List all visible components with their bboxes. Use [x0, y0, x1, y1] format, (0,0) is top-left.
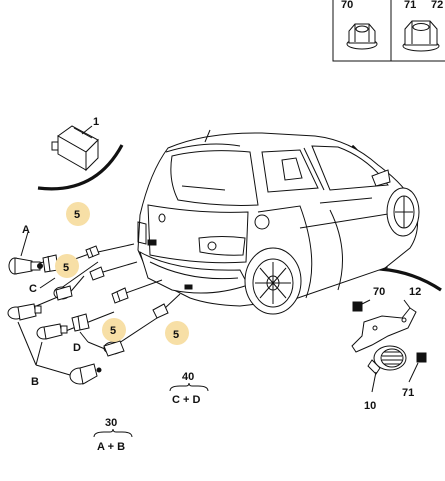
label-71: 71 [402, 387, 414, 399]
ultrasonic-sensor-10-icon [367, 345, 407, 375]
callout-5-a: 5 [66, 202, 90, 226]
sensor-holder-d2-icon [103, 340, 125, 357]
flange-nut-70-icon [346, 23, 378, 50]
kit-40: 40 C + D [169, 371, 209, 406]
callout-5-d: 5 [165, 321, 189, 345]
flange-nut-71-icon [402, 20, 440, 52]
connector-5-d [152, 303, 169, 319]
letter-c: C [29, 283, 37, 295]
svg-text:40: 40 [182, 371, 194, 383]
sensor-a-icon [8, 257, 43, 275]
svg-text:5: 5 [110, 325, 116, 337]
connector-5-b [89, 266, 105, 281]
svg-text:C + D: C + D [172, 394, 200, 406]
svg-text:5: 5 [173, 329, 179, 341]
kit-30: 30 A + B [93, 417, 133, 453]
letter-b: B [31, 376, 39, 388]
svg-text:A + B: A + B [97, 441, 125, 453]
nut-71-marker-icon [416, 352, 427, 363]
label-12: 12 [409, 286, 421, 298]
box-label-70: 70 [341, 0, 353, 11]
label-1: 1 [93, 116, 99, 128]
callout-5-c: 5 [102, 318, 126, 342]
connector-5-a [85, 245, 100, 259]
sensor-holder-c2-icon [53, 285, 73, 301]
box-label-71: 71 [404, 0, 416, 11]
callout-5-b: 5 [55, 254, 79, 278]
sensor-b3-icon [69, 363, 102, 385]
connector-5-c [111, 287, 129, 304]
module-callout-arc [37, 144, 124, 191]
sensor-b1-icon [7, 303, 42, 321]
parking-aid-module-icon [51, 125, 99, 172]
letter-a: A [22, 224, 30, 236]
svg-text:5: 5 [74, 209, 80, 221]
box-label-72: 72 [431, 0, 443, 11]
sensor-b2-icon [36, 323, 68, 340]
svg-text:30: 30 [105, 417, 117, 429]
letter-d: D [73, 342, 81, 354]
car-rear-view-illustration [137, 129, 420, 315]
sensor-holder-d1-icon [71, 313, 90, 332]
nut-reference-box: 70 71 72 [332, 0, 445, 62]
label-10: 10 [364, 400, 376, 412]
label-70: 70 [373, 286, 385, 298]
nut-70-marker-icon [352, 301, 363, 312]
sensor-bracket-12-icon [351, 307, 417, 353]
svg-text:5: 5 [63, 262, 69, 274]
